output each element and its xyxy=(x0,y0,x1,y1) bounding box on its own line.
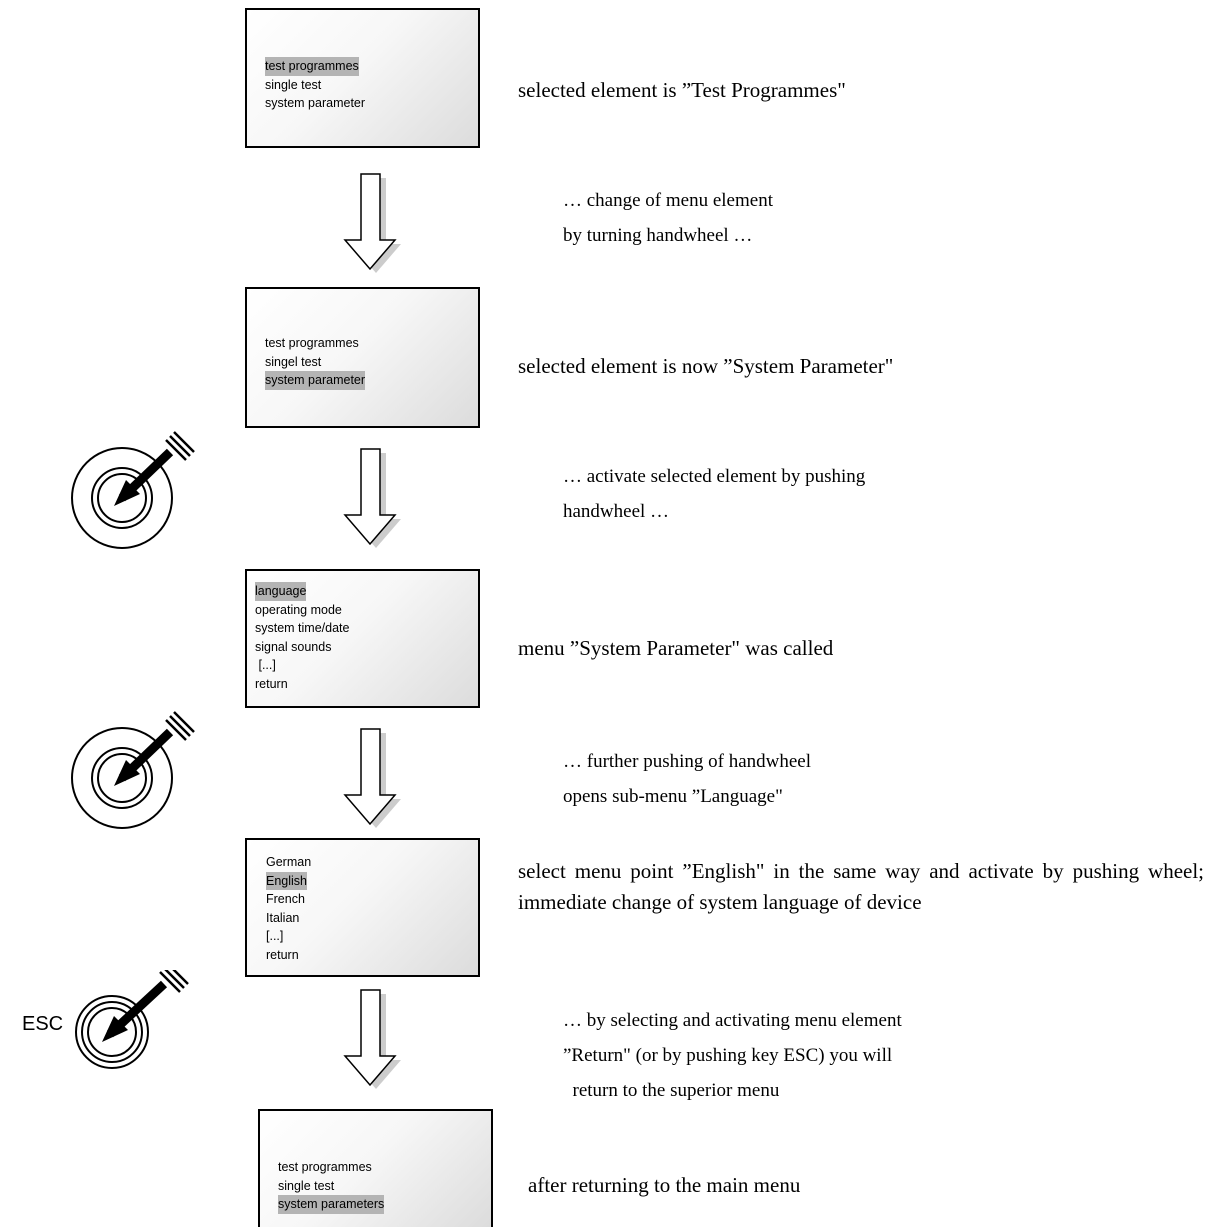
menu-items: German English French Italian [...] retu… xyxy=(266,853,311,964)
menu-items: test programmes single test system param… xyxy=(265,57,365,113)
menu-item: signal sounds xyxy=(255,639,332,654)
menu-screen-main-system-parameter: test programmes singel test system param… xyxy=(245,287,480,428)
menu-item: system parameter xyxy=(265,96,366,110)
step-note: … change of menu element by turning hand… xyxy=(563,190,773,246)
menu-screen-system-parameter: language operating mode system time/date… xyxy=(245,569,480,708)
menu-screen-main-returned: test programmes single test system param… xyxy=(258,1109,493,1227)
step-note: … further pushing of handwheel opens sub… xyxy=(563,751,811,807)
step-caption: selected element is ”Test Programmes" xyxy=(518,78,846,102)
menu-item: return xyxy=(255,676,288,691)
menu-item: test programmes xyxy=(265,57,359,76)
step-caption: selected element is now ”System Paramete… xyxy=(518,354,894,378)
esc-key-icon xyxy=(75,970,189,1069)
menu-item: system parameters xyxy=(278,1195,385,1214)
menu-screen-main: test programmes single test system param… xyxy=(245,8,480,148)
step-note: … by selecting and activating menu eleme… xyxy=(563,1010,902,1101)
menu-item: language xyxy=(255,582,307,601)
menu-item: test programmes xyxy=(278,1160,372,1174)
menu-item: test programmes xyxy=(265,336,359,350)
menu-item: English xyxy=(266,871,307,890)
handwheel-push-icon xyxy=(71,431,195,549)
menu-item: system parameter xyxy=(265,371,366,390)
menu-screen-language: German English French Italian [...] retu… xyxy=(245,838,480,977)
menu-item: Italian xyxy=(266,910,300,925)
menu-item: operating mode xyxy=(255,602,342,617)
step-caption: select menu point ”English" in the same … xyxy=(518,859,1204,914)
menu-item: single test xyxy=(265,77,322,92)
menu-item: German xyxy=(266,855,312,869)
down-arrow-icon xyxy=(343,173,401,273)
menu-item: French xyxy=(266,892,305,906)
menu-items: test programmes singel test system param… xyxy=(265,334,366,390)
down-arrow-icon xyxy=(343,728,401,828)
step-caption: menu ”System Parameter" was called xyxy=(518,636,834,660)
down-arrow-icon xyxy=(343,448,401,548)
step-caption: after returning to the main menu xyxy=(528,1173,801,1197)
handwheel-push-icon xyxy=(71,711,195,829)
esc-key-label: ESC xyxy=(22,1013,64,1035)
menu-item: [...] xyxy=(255,658,276,672)
menu-item: single test xyxy=(278,1178,335,1193)
menu-items: test programmes single test system param… xyxy=(278,1158,385,1214)
step-note: … activate selected element by pushing h… xyxy=(563,466,866,522)
menu-item: [...] xyxy=(266,929,284,943)
menu-item: singel test xyxy=(265,354,322,369)
down-arrow-icon xyxy=(343,989,401,1089)
menu-item: system time/date xyxy=(255,621,350,635)
menu-item: return xyxy=(266,947,299,962)
menu-items: language operating mode system time/date… xyxy=(255,582,349,693)
